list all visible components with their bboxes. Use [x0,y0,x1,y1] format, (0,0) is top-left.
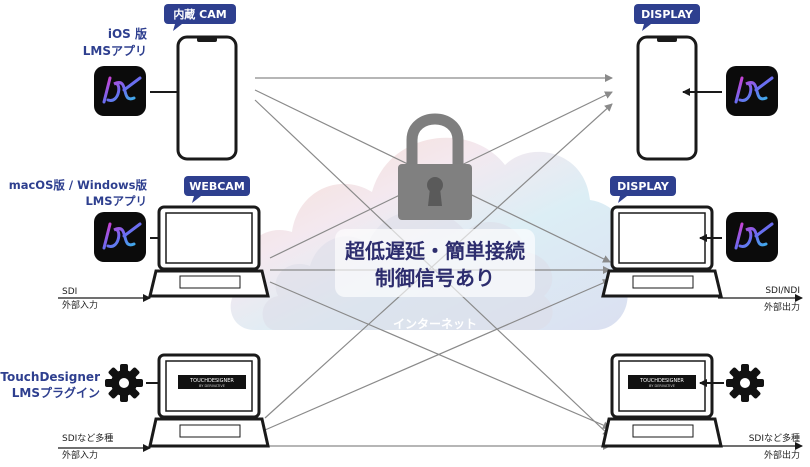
mac-input-1: SDI [62,287,77,297]
td-right-screen-2: BY DERIVATIVE [649,384,675,388]
tag-display-ios: DISPLAY [634,4,700,31]
td-input-2: 外部入力 [62,449,98,461]
td-right-screen-1: TOUCHDESIGNER [639,378,684,384]
tag-display-mac: DISPLAY [610,176,676,203]
mac-output-1: SDI/NDI [765,286,800,296]
mac-input-2: 外部入力 [62,299,98,311]
smartphone-icon [176,35,238,161]
network-label: インターネット [393,317,477,331]
tag-webcam: WEBCAM [184,176,250,203]
lms-app-icon [94,66,146,116]
tag-internal-cam-text: 内蔵 CAM [173,7,226,21]
center-line-1: 超低遅延・簡単接続 [344,239,525,263]
mac-title-2: LMSアプリ [85,194,147,208]
lms-app-icon [726,66,778,116]
tag-display-mac-text: DISPLAY [617,180,670,193]
td-input-1: SDIなど多種 [62,432,113,444]
lms-app-icon [726,212,778,262]
td-screen-1: TOUCHDESIGNER [189,378,234,384]
ios-title-1: iOS 版 [108,26,147,41]
laptop-icon: TOUCHDESIGNER BY DERIVATIVE [601,353,723,448]
tag-display-ios-text: DISPLAY [641,8,694,21]
gear-icon [726,364,764,402]
lms-app-icon [94,212,146,262]
tag-internal-cam: 内蔵 CAM [164,4,236,31]
center-line-2: 制御信号あり [375,266,495,290]
smartphone-icon [636,35,698,161]
lock-icon [398,113,472,220]
gear-icon [105,364,143,402]
ios-title-2: LMSアプリ [83,43,147,58]
td-output-1: SDIなど多種 [749,432,800,444]
td-screen-2: BY DERIVATIVE [199,384,225,388]
mac-title-1: macOS版 / Windows版 [9,178,148,192]
mac-output-2: 外部出力 [764,301,800,313]
td-output-2: 外部出力 [764,449,800,461]
td-title-2: LMSプラグイン [12,385,100,400]
center-message: 超低遅延・簡単接続 制御信号あり [335,229,535,297]
laptop-icon [148,205,270,298]
laptop-icon: TOUCHDESIGNER BY DERIVATIVE [148,353,270,448]
td-title-1: TouchDesigner [0,370,100,384]
tag-webcam-text: WEBCAM [189,180,245,193]
laptop-icon [601,205,723,298]
